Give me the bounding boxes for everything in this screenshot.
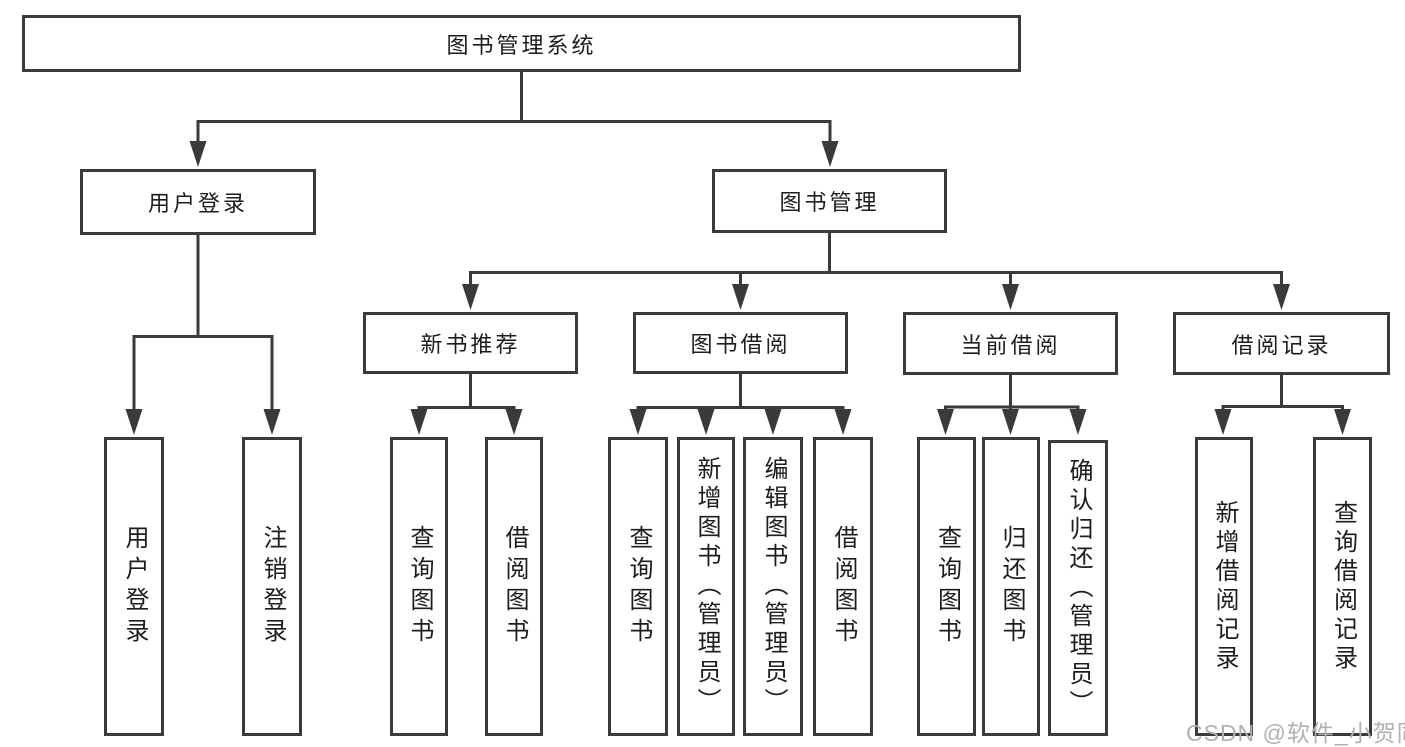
connector-new-book-recommend-bar — [417, 374, 516, 418]
arrowhead-new-book-recommend — [462, 284, 479, 310]
connector-book-borrow-bar — [636, 374, 845, 418]
watermark: CSDN @软件_小贺同学 — [1186, 720, 1405, 746]
leaf-borrow-query-books: 查询图书 — [608, 437, 668, 736]
arrowhead-leaf-borrow-query-books — [629, 409, 647, 435]
node-current-borrow: 当前借阅 — [903, 312, 1118, 375]
leaf-new-borrow-books-label: 借阅图书 — [501, 524, 528, 649]
leaf-borrow-edit-books-label: 编辑图书（管理员） — [760, 456, 787, 717]
arrowhead-user-login — [189, 141, 207, 167]
leaf-new-query-books: 查询图书 — [390, 437, 448, 736]
leaf-records-add-record: 新增借阅记录 — [1195, 437, 1253, 736]
node-new-book-recommend-label: 新书推荐 — [420, 332, 521, 357]
arrowhead-current-borrow — [1002, 284, 1019, 310]
leaf-current-return-books-label: 归还图书 — [998, 524, 1025, 649]
leaf-new-query-books-label: 查询图书 — [406, 524, 433, 649]
arrowhead-leaf-new-query-books — [410, 409, 428, 435]
arrowhead-leaf-logout-login — [263, 409, 281, 435]
connector-book-management-bar — [469, 271, 1283, 292]
leaf-borrow-edit-books: 编辑图书（管理员） — [743, 437, 803, 736]
arrowheads — [125, 141, 1351, 435]
leaf-current-confirm-return-label: 确认归还（管理员） — [1065, 457, 1092, 719]
arrowhead-borrow-records — [1273, 284, 1290, 310]
leaf-current-query-books: 查询图书 — [917, 437, 976, 736]
arrowhead-leaf-records-query-record — [1334, 409, 1351, 435]
leaf-records-add-record-label: 新增借阅记录 — [1211, 499, 1238, 674]
node-user-login-label: 用户登录 — [147, 191, 248, 216]
leaf-borrow-query-books-label: 查询图书 — [625, 524, 652, 649]
arrowhead-leaf-borrow-edit-books — [764, 409, 782, 435]
node-borrow-records-label: 借阅记录 — [1231, 332, 1332, 358]
node-book-borrow-label: 图书借阅 — [690, 332, 791, 357]
leaf-borrow-borrow-books: 借阅图书 — [813, 437, 873, 736]
leaf-new-borrow-books: 借阅图书 — [485, 437, 543, 736]
node-book-management-label: 图书管理 — [779, 190, 880, 215]
leaf-user-login-label: 用户登录 — [121, 524, 148, 649]
connector-borrow-records-bar — [1221, 375, 1344, 418]
arrowhead-leaf-current-return-books — [1002, 409, 1019, 435]
arrowhead-leaf-borrow-add-books — [697, 409, 715, 435]
node-new-book-recommend: 新书推荐 — [363, 312, 578, 374]
leaf-borrow-borrow-books-label: 借阅图书 — [830, 524, 857, 649]
leaf-records-query-record-label: 查询借阅记录 — [1329, 499, 1357, 674]
connector-user-login-bar — [132, 335, 274, 418]
leaf-records-query-record: 查询借阅记录 — [1313, 437, 1372, 736]
arrowhead-book-management — [821, 141, 839, 167]
leaf-borrow-add-books: 新增图书（管理员） — [677, 437, 735, 736]
arrowhead-leaf-current-query-books — [937, 409, 954, 435]
arrowhead-leaf-user-login — [125, 409, 143, 435]
node-root-label: 图书管理系统 — [446, 32, 597, 58]
arrowhead-leaf-current-confirm-return — [1069, 409, 1087, 435]
node-user-login: 用户登录 — [80, 169, 316, 235]
node-current-borrow-label: 当前借阅 — [960, 332, 1061, 358]
node-book-borrow: 图书借阅 — [633, 312, 848, 374]
arrowhead-leaf-records-add-record — [1214, 409, 1232, 435]
connector-root-bar — [196, 120, 832, 150]
node-book-management: 图书管理 — [712, 169, 947, 233]
leaf-borrow-add-books-label: 新增图书（管理员） — [693, 456, 720, 717]
arrowhead-leaf-new-borrow-books — [505, 409, 523, 435]
arrowhead-leaf-borrow-borrow-books — [834, 409, 852, 435]
node-borrow-records: 借阅记录 — [1173, 312, 1390, 375]
leaf-current-query-books-label: 查询图书 — [933, 524, 961, 649]
leaf-user-login: 用户登录 — [104, 437, 164, 736]
leaf-current-confirm-return: 确认归还（管理员） — [1048, 440, 1108, 736]
leaf-logout-login-label: 注销登录 — [259, 524, 286, 649]
node-root: 图书管理系统 — [22, 15, 1021, 72]
leaf-current-return-books: 归还图书 — [982, 437, 1040, 736]
arrowhead-book-borrow — [732, 284, 749, 310]
leaf-logout-login: 注销登录 — [242, 437, 302, 736]
